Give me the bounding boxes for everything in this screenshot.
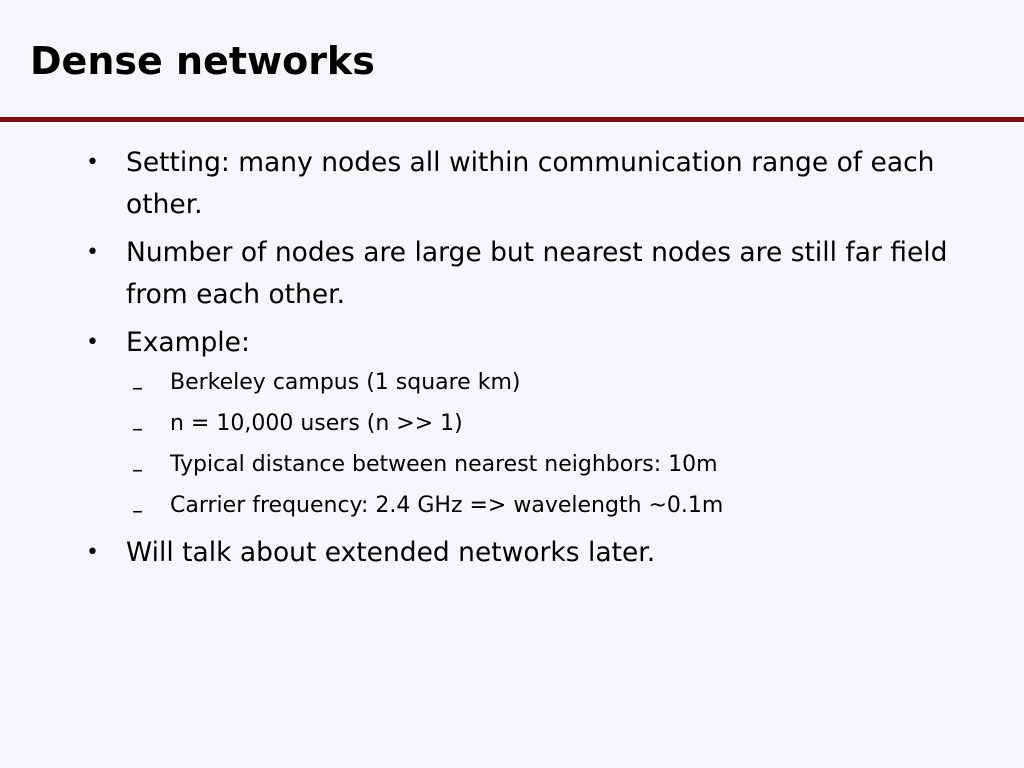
bullet-item: • Setting: many nodes all within communi… — [86, 142, 986, 226]
sub-bullet-text: Berkeley campus (1 square km) — [170, 370, 521, 395]
sub-bullet-marker: – — [132, 499, 143, 524]
sub-bullet-item: – n = 10,000 users (n >> 1) — [132, 409, 986, 442]
slide-title: Dense networks — [30, 39, 375, 83]
sub-bullet-text: Typical distance between nearest neighbo… — [170, 452, 718, 477]
bullet-text: Setting: many nodes all within communica… — [126, 147, 935, 220]
sub-bullet-list: – Berkeley campus (1 square km) – n = 10… — [132, 368, 986, 524]
sub-bullet-marker: – — [132, 417, 143, 442]
bullet-item: • Example: – Berkeley campus (1 square k… — [86, 322, 986, 524]
bullet-text: Example: — [126, 327, 250, 358]
sub-bullet-text: n = 10,000 users (n >> 1) — [170, 411, 463, 436]
sub-bullet-marker: – — [132, 376, 143, 401]
bullet-text: Will talk about extended networks later. — [126, 537, 656, 568]
sub-bullet-item: – Typical distance between nearest neigh… — [132, 450, 986, 483]
sub-bullet-item: – Carrier frequency: 2.4 GHz => waveleng… — [132, 491, 986, 524]
bullet-marker: • — [86, 540, 99, 565]
bullet-marker: • — [86, 150, 99, 175]
bullet-item: • Will talk about extended networks late… — [86, 532, 986, 574]
bullet-text: Number of nodes are large but nearest no… — [126, 237, 948, 310]
bullet-item: • Number of nodes are large but nearest … — [86, 232, 986, 316]
bullet-marker: • — [86, 240, 99, 265]
title-divider — [0, 117, 1024, 122]
sub-bullet-item: – Berkeley campus (1 square km) — [132, 368, 986, 401]
bullet-list: • Setting: many nodes all within communi… — [86, 142, 986, 580]
sub-bullet-text: Carrier frequency: 2.4 GHz => wavelength… — [170, 493, 724, 518]
bullet-marker: • — [86, 330, 99, 355]
sub-bullet-marker: – — [132, 458, 143, 483]
